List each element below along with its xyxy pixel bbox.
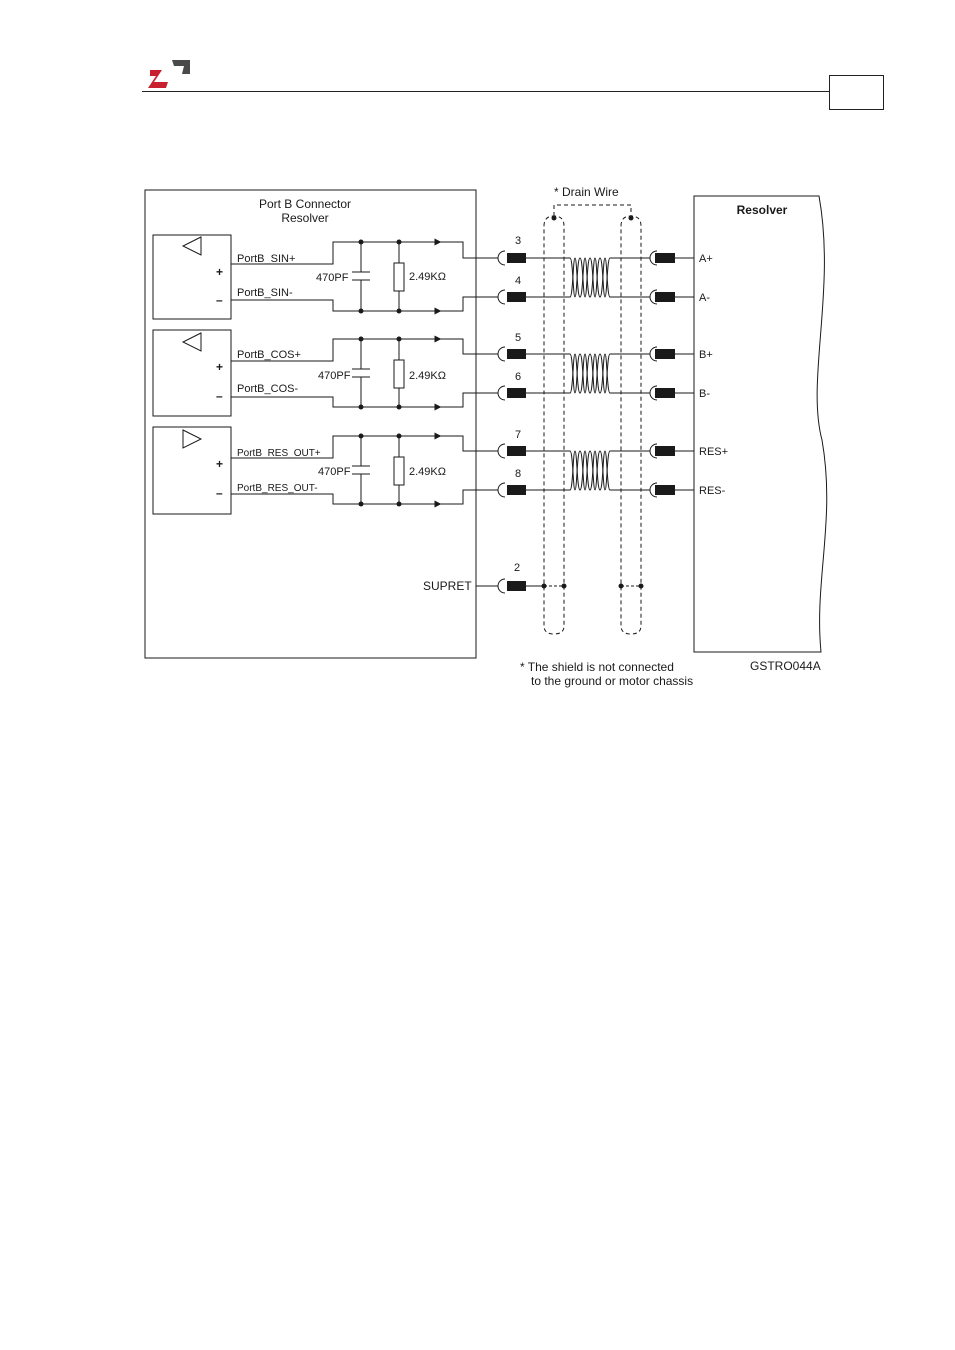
resolver-box [694,196,827,652]
drain-dot-right [629,216,634,221]
label-res-out-minus: PortB_RES_OUT- [237,483,318,494]
channel-sin: + – PortB_SIN+ PortB_SIN- 470PF 2.49KΩ 3… [153,235,713,319]
pin-8: 8 [515,468,521,480]
amp-minus-res-out: – [216,486,223,500]
amp-plus-sin: + [216,265,223,279]
figure-code: GSTRO044A [750,659,821,673]
resolver-title: Resolver [737,203,788,217]
drain-wire [554,205,631,216]
drain-dot-left [552,216,557,221]
channel-cos: + – PortB_COS+ PortB_COS- 470PF 2.49KΩ 5… [153,330,713,416]
pin-6: 6 [515,371,521,383]
supret-label: SUPRET [423,579,472,593]
label-cos-minus: PortB_COS- [237,383,298,395]
cap-label-res-out: 470PF [318,466,351,478]
channel-res-out: + – PortB_RES_OUT+ PortB_RES_OUT- 470PF … [153,427,728,514]
resolver-b-plus: B+ [699,349,713,361]
drain-wire-label: * Drain Wire [554,185,619,199]
amp-minus-cos: – [216,389,223,403]
resolver-res-plus: RES+ [699,446,728,458]
resolver-a-minus: A- [699,292,710,304]
label-res-out-plus: PortB_RES_OUT+ [237,448,321,459]
label-sin-minus: PortB_SIN- [237,287,293,299]
amp-symbol-res-out [183,430,201,448]
connector-title-line1: Port B Connector [259,197,351,211]
cap-label-cos: 470PF [318,370,351,382]
resolver-b-minus: B- [699,388,710,400]
pin-4: 4 [515,275,521,287]
cap-label-sin: 470PF [316,272,349,284]
label-cos-plus: PortB_COS+ [237,349,301,361]
pin-5: 5 [515,332,521,344]
resolver-a-plus: A+ [699,253,713,265]
res-label-cos: 2.49KΩ [409,370,446,382]
pin-2: 2 [514,562,520,574]
amp-symbol-sin [183,237,201,255]
amp-symbol-cos [183,333,201,351]
amp-plus-res-out: + [216,457,223,471]
amp-minus-sin: – [216,293,223,307]
shield-right [621,216,641,634]
res-label-res-out: 2.49KΩ [409,466,446,478]
resolver-res-minus: RES- [699,485,726,497]
cable-pins [498,251,694,497]
connector-title-line2: Resolver [281,211,328,225]
shield-left [544,216,564,634]
resolver-wiring-diagram: Port B Connector Resolver * Drain Wire R… [0,0,955,700]
note-line2: to the ground or motor chassis [531,674,693,688]
amp-plus-cos: + [216,360,223,374]
res-label-sin: 2.49KΩ [409,271,446,283]
label-sin-plus: PortB_SIN+ [237,253,295,265]
note-line1: * The shield is not connected [520,660,674,674]
pin-3: 3 [515,235,521,247]
pin-7: 7 [515,429,521,441]
